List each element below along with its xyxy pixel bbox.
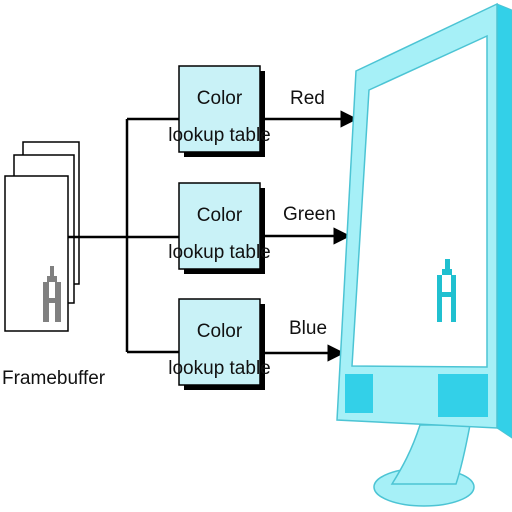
framebuffer-label: Framebuffer: [2, 368, 106, 389]
connector-lines: [68, 117, 179, 354]
channel-label-blue: Blue: [289, 318, 327, 339]
monitor: [336, 2, 512, 507]
lookup-table-blue: Color lookup table: [168, 298, 271, 390]
lookup-table-line2: lookup table: [168, 358, 270, 379]
monitor-control-panel-right: [438, 374, 488, 417]
monitor-control-panel-left: [345, 374, 373, 413]
framebuffer-pixel-glyph: [43, 266, 61, 322]
screen-pixel-glyph: [437, 259, 456, 322]
lookup-table-box: [178, 65, 261, 153]
lookup-table-line1: Color: [197, 321, 243, 342]
monitor-side: [496, 3, 512, 439]
channel-label-red: Red: [290, 88, 325, 109]
lookup-table-red: Color lookup table: [168, 65, 271, 157]
lookup-table-line1: Color: [197, 88, 243, 109]
lookup-table-line2: lookup table: [168, 125, 270, 146]
lookup-table-line1: Color: [197, 205, 243, 226]
lookup-table-green: Color lookup table: [168, 182, 271, 274]
lookup-table-box: [178, 298, 261, 386]
monitor-stand-neck: [390, 424, 471, 485]
lookup-table-box: [178, 182, 261, 270]
framebuffer-stack: [4, 141, 80, 332]
lookup-table-line2: lookup table: [168, 242, 270, 263]
output-arrows: [265, 110, 358, 362]
channel-label-green: Green: [283, 204, 336, 225]
